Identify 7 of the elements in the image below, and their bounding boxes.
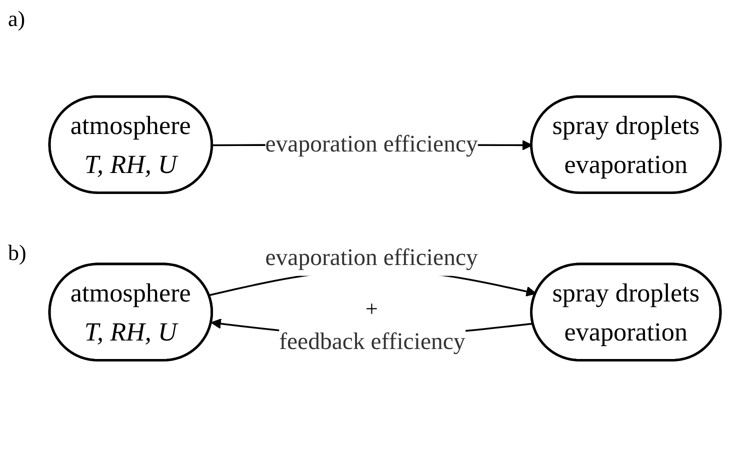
ellipse-node: atmosphere T, RH, U: [48, 262, 213, 362]
ellipse-node: spray droplets evaporation: [530, 262, 722, 362]
plus-sign: +: [366, 296, 378, 322]
ellipse-node: atmosphere T, RH, U: [48, 94, 213, 194]
ellipse-node: spray droplets evaporation: [530, 94, 722, 194]
panel-label: a): [8, 6, 26, 32]
panel-label: b): [8, 240, 26, 266]
